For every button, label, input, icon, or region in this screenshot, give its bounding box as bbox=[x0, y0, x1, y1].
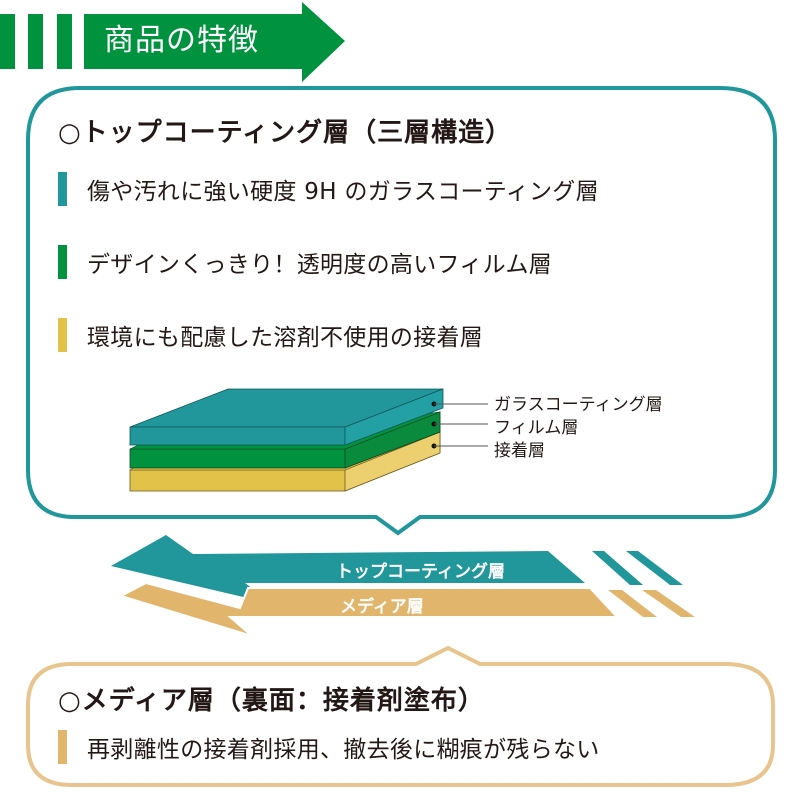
feature-text: 傷や汚れに強い硬度 9H のガラスコーティング層 bbox=[87, 179, 599, 205]
feature-item: 再剥離性の接着剤採用、撤去後に糊痕が残らない bbox=[58, 730, 600, 764]
banner-title: 商品の特徴 bbox=[104, 23, 259, 58]
feature-text: 環境にも配慮した溶剤不使用の接着層 bbox=[87, 325, 484, 351]
green-bar-icon bbox=[58, 245, 67, 279]
bottom-section-title: ○メディア層（裏面：接着剤塗布） bbox=[58, 686, 485, 716]
feature-item: デザインくっきり！透明度の高いフィルム層 bbox=[58, 245, 552, 279]
diagram-label-film: フィルム層 bbox=[494, 418, 579, 438]
diagram-label-adhesive: 接着層 bbox=[494, 441, 545, 461]
banner-arrow-icon bbox=[0, 2, 345, 82]
yellow-bar-icon bbox=[58, 318, 67, 352]
feature-item: 環境にも配慮した溶剤不使用の接着層 bbox=[58, 318, 483, 352]
media-arrow-icon bbox=[118, 581, 695, 637]
teal-bar-icon bbox=[58, 172, 67, 206]
feature-text: 再剥離性の接着剤採用、撤去後に糊痕が残らない bbox=[87, 737, 600, 763]
diagram-label-glass: ガラスコーティング層 bbox=[494, 395, 663, 415]
top-section-title: ○トップコーティング層（三層構造） bbox=[58, 118, 513, 148]
feature-item: 傷や汚れに強い硬度 9H のガラスコーティング層 bbox=[58, 172, 599, 206]
layer-diagram bbox=[128, 388, 488, 492]
bottom-box-border bbox=[26, 645, 775, 787]
arrow-label-top-coating: トップコーティング層 bbox=[336, 562, 505, 582]
feature-text: デザインくっきり！透明度の高いフィルム層 bbox=[87, 252, 553, 278]
tan-bar-icon bbox=[58, 730, 67, 764]
arrow-label-media: メディア層 bbox=[340, 597, 424, 617]
top-coating-arrow-icon bbox=[111, 535, 683, 604]
